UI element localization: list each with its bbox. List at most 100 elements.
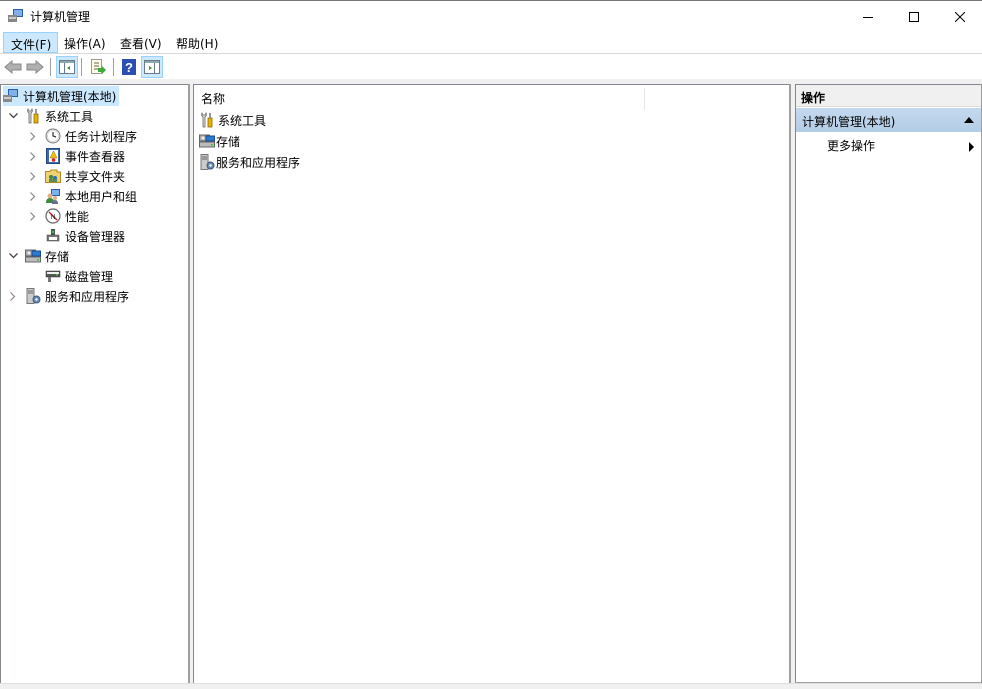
tree-item-label: 计算机管理(本地) bbox=[23, 89, 117, 104]
computer-management-icon bbox=[3, 88, 19, 104]
column-divider[interactable] bbox=[644, 88, 645, 110]
services-icon bbox=[199, 154, 215, 170]
tree-item-computer-management-local[interactable]: 计算机管理(本地) bbox=[3, 86, 120, 106]
list-item-services-applications[interactable]: 服务和应用程序 bbox=[199, 152, 300, 172]
action-label: 更多操作 bbox=[827, 139, 876, 153]
chevron-right-icon[interactable] bbox=[27, 126, 39, 146]
tree-item-storage[interactable]: 存储 bbox=[7, 246, 69, 266]
chevron-right-icon[interactable] bbox=[27, 146, 39, 166]
toolbar-separator bbox=[50, 58, 51, 76]
tree-item-label: 存储 bbox=[45, 249, 70, 264]
tree-item-device-manager[interactable]: 设备管理器 bbox=[27, 226, 125, 246]
chevron-down-icon[interactable] bbox=[7, 246, 19, 266]
window-top-border bbox=[0, 0, 982, 1]
menu-file[interactable]: 文件(F) bbox=[3, 32, 59, 53]
status-bar bbox=[0, 683, 982, 689]
no-expander bbox=[27, 266, 39, 286]
tree-item-label: 磁盘管理 bbox=[65, 269, 114, 284]
export-list-button[interactable] bbox=[87, 56, 109, 78]
list-item-label: 存储 bbox=[216, 134, 241, 149]
close-icon bbox=[955, 11, 965, 22]
forward-button[interactable] bbox=[24, 56, 46, 78]
shared-folder-icon bbox=[45, 168, 61, 184]
tree-item-label: 性能 bbox=[65, 209, 90, 224]
actions-group-computer-management[interactable]: 计算机管理(本地) bbox=[796, 108, 982, 132]
close-button[interactable] bbox=[937, 2, 982, 31]
tree-item-disk-management[interactable]: 磁盘管理 bbox=[27, 266, 113, 286]
collapse-up-icon[interactable] bbox=[964, 117, 974, 123]
help-icon: ? bbox=[122, 59, 136, 75]
list-item-storage[interactable]: 存储 bbox=[199, 131, 240, 151]
chevron-right-icon[interactable] bbox=[27, 166, 39, 186]
device-manager-icon bbox=[45, 228, 61, 244]
tree-item-label: 设备管理器 bbox=[65, 229, 126, 244]
tree-item-shared-folders[interactable]: 共享文件夹 bbox=[27, 166, 125, 186]
console-tree-pane[interactable]: 计算机管理(本地) 系统工具 任务计划程序 bbox=[0, 84, 190, 686]
tools-icon bbox=[25, 108, 41, 124]
list-item-label: 系统工具 bbox=[218, 113, 267, 128]
tree-item-label: 系统工具 bbox=[45, 109, 94, 124]
tree-item-local-users-groups[interactable]: 本地用户和组 bbox=[27, 186, 137, 206]
main-area: 计算机管理(本地) 系统工具 任务计划程序 bbox=[0, 79, 982, 689]
toolbar-separator bbox=[81, 58, 82, 76]
maximize-button[interactable] bbox=[891, 2, 937, 31]
disk-icon bbox=[45, 268, 61, 284]
tree-item-services-applications[interactable]: 服务和应用程序 bbox=[7, 286, 129, 306]
back-button[interactable] bbox=[2, 56, 24, 78]
menu-help[interactable]: 帮助(H) bbox=[176, 37, 219, 51]
menu-action[interactable]: 操作(A) bbox=[64, 37, 106, 51]
window-title: 计算机管理 bbox=[30, 10, 91, 24]
performance-icon: N bbox=[45, 208, 61, 224]
actions-pane: 操作 计算机管理(本地) 更多操作 bbox=[795, 84, 982, 684]
chevron-right-icon[interactable] bbox=[27, 206, 39, 226]
tree-item-label: 本地用户和组 bbox=[65, 189, 138, 204]
chevron-down-icon[interactable] bbox=[7, 106, 19, 126]
chevron-right-icon[interactable] bbox=[7, 286, 19, 306]
title-bar[interactable]: 计算机管理 bbox=[0, 1, 982, 31]
toolbar-separator bbox=[113, 58, 114, 76]
forward-arrow-icon bbox=[26, 60, 44, 74]
tree-item-label: 事件查看器 bbox=[65, 149, 126, 164]
tree-item-task-scheduler[interactable]: 任务计划程序 bbox=[27, 126, 137, 146]
tree-item-label: 共享文件夹 bbox=[65, 169, 126, 184]
action-pane-icon bbox=[144, 60, 160, 74]
actions-group-label: 计算机管理(本地) bbox=[802, 115, 896, 129]
list-header: 名称 bbox=[194, 85, 790, 110]
tree-item-system-tools[interactable]: 系统工具 bbox=[7, 106, 93, 126]
users-icon bbox=[45, 188, 61, 204]
column-header-name[interactable]: 名称 bbox=[201, 92, 226, 106]
minimize-button[interactable] bbox=[845, 2, 891, 31]
storage-icon bbox=[25, 248, 41, 264]
event-viewer-icon bbox=[45, 148, 61, 164]
services-icon bbox=[25, 288, 41, 304]
toolbar: ? bbox=[0, 55, 982, 79]
clock-icon bbox=[45, 128, 61, 144]
menu-view[interactable]: 查看(V) bbox=[120, 37, 162, 51]
storage-icon bbox=[199, 133, 215, 149]
show-hide-action-pane-button[interactable] bbox=[141, 56, 163, 78]
list-item-label: 服务和应用程序 bbox=[216, 155, 301, 170]
results-pane[interactable]: 名称 系统工具 存储 服务和应用程序 bbox=[193, 84, 791, 686]
list-item-system-tools[interactable]: 系统工具 bbox=[199, 110, 266, 130]
submenu-arrow-icon bbox=[969, 142, 974, 152]
help-button[interactable]: ? bbox=[118, 56, 140, 78]
show-hide-console-tree-button[interactable] bbox=[56, 56, 78, 78]
svg-text:?: ? bbox=[125, 60, 133, 75]
export-list-icon bbox=[91, 59, 106, 74]
minimize-icon bbox=[863, 16, 873, 18]
chevron-right-icon[interactable] bbox=[27, 186, 39, 206]
tools-icon bbox=[199, 112, 215, 128]
no-expander bbox=[27, 226, 39, 246]
tree-item-event-viewer[interactable]: 事件查看器 bbox=[27, 146, 125, 166]
actions-header: 操作 bbox=[796, 85, 982, 107]
console-tree-icon bbox=[59, 60, 75, 74]
computer-management-app-icon bbox=[8, 9, 24, 23]
tree-item-performance[interactable]: N 性能 bbox=[27, 206, 89, 226]
maximize-icon bbox=[909, 11, 919, 22]
menu-bar: 文件(F) 操作(A) 查看(V) 帮助(H) bbox=[0, 31, 982, 54]
back-arrow-icon bbox=[4, 60, 22, 74]
tree-item-label: 服务和应用程序 bbox=[45, 289, 130, 304]
action-more-actions[interactable]: 更多操作 bbox=[796, 133, 982, 155]
svg-text:N: N bbox=[50, 214, 55, 221]
